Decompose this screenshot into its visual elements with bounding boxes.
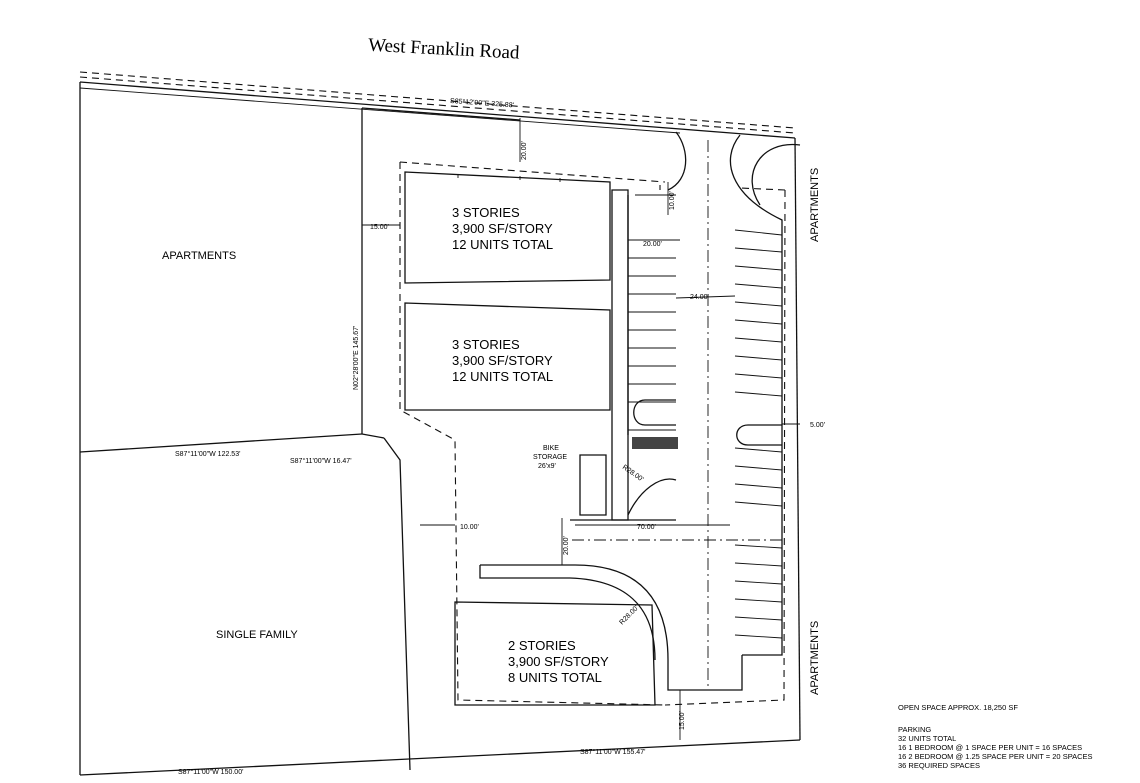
dim-drive-width-top: 20.00' [643,241,662,248]
dim-top-bearing: S85°12'00"E 325.88' [450,97,514,109]
dim-radius-1: R28.00' [621,464,645,483]
dim-bearing-mid-2: S87°11'00"W 16.47' [290,457,352,465]
road-name: West Franklin Road [368,35,521,64]
building-envelope [399,161,786,706]
building-3-units: 8 UNITS TOTAL [508,670,602,685]
dim-setback-mid: 10.00' [460,524,479,531]
building-3-stories: 2 STORIES [508,638,576,653]
bike-storage-title: BIKE [543,445,559,452]
dim-aisle-width: 24.00' [690,294,709,301]
dim-drive-length: 70.00' [637,524,656,531]
dim-rear-setback: 15.00' [679,711,686,730]
building-1-stories: 3 STORIES [452,205,520,220]
dim-top-small: 10.00' [669,191,676,210]
note-one-bed: 16 1 BEDROOM @ 1 SPACE PER UNIT = 16 SPA… [898,743,1082,752]
dimension-leaders [362,118,800,740]
building-1-units: 12 UNITS TOTAL [452,237,553,252]
building-1-area: 3,900 SF/STORY [452,221,553,236]
note-open-space: OPEN SPACE APPROX. 18,250 SF [898,703,1018,712]
note-units-total: 32 UNITS TOTAL [898,734,956,743]
dim-drive-width-mid: 20.00' [563,536,570,555]
label-single-family: SINGLE FAMILY [216,629,298,641]
dim-setback-left: 15.00' [370,224,389,231]
dim-bearing-mid-1: S87°11'00"W 122.53' [175,450,240,458]
label-apartments-right-bottom: APARTMENTS [809,621,821,695]
dim-bearing-bottom-right: S87°11'00"W 155.47' [580,748,645,756]
road-right-of-way [79,71,796,139]
building-3 [454,601,656,706]
property-boundaries [79,82,801,776]
building-2-stories: 3 STORIES [452,337,520,352]
dim-radius-2: R28.00' [618,605,640,627]
note-two-bed: 16 2 BEDROOM @ 1.25 SPACE PER UNIT = 20 … [898,752,1093,761]
note-required: 36 REQUIRED SPACES [898,761,980,770]
building-2 [404,302,611,411]
building-3-area: 3,900 SF/STORY [508,654,609,669]
note-parking-title: PARKING [898,725,931,734]
label-apartments-right-top: APARTMENTS [809,168,821,242]
building-2-units: 12 UNITS TOTAL [452,369,553,384]
bike-storage-line2: STORAGE [533,454,567,461]
parking-lot [479,131,801,691]
dim-west-line: N02°28'00"E 145.67' [352,326,360,390]
label-apartments-left: APARTMENTS [162,250,236,262]
building-1 [404,171,611,284]
bike-storage-size: 26'x9' [538,463,556,470]
building-2-area: 3,900 SF/STORY [452,353,553,368]
dim-setback-front: 20.00' [521,141,528,160]
dim-side-right: 5.00' [810,422,825,429]
dim-bearing-bottom-left: S87°11'00"W 150.00' [178,768,243,776]
